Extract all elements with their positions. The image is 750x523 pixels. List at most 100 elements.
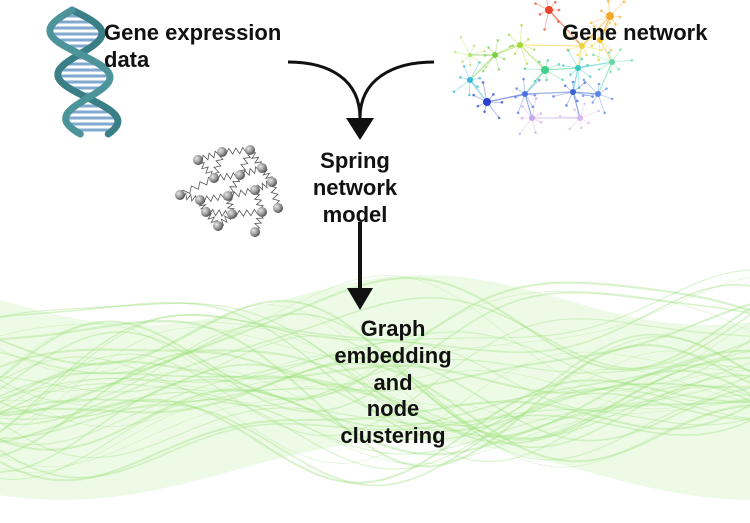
wave-curve: [0, 318, 750, 437]
network-edge: [597, 61, 613, 95]
network-leaf-node: [484, 65, 488, 69]
network-leaf-node: [531, 105, 535, 109]
network-leaf-node: [502, 57, 506, 61]
wave-curve: [0, 373, 750, 420]
wave-curve: [0, 291, 750, 413]
wave-curve: [0, 376, 750, 480]
gene-expression-line-1: Gene expression: [104, 20, 282, 45]
wave-curve: [0, 341, 750, 473]
network-leaf-node: [565, 104, 568, 107]
wave-curve: [0, 301, 750, 440]
network-leaf-node: [564, 32, 568, 36]
network-spoke: [455, 51, 471, 56]
network-leaf-node: [539, 120, 543, 124]
network-edge: [572, 91, 599, 95]
network-edge: [577, 45, 583, 69]
network-leaf-node: [459, 76, 462, 79]
dna-strand: [54, 6, 122, 138]
network-leaf-node: [583, 81, 587, 84]
network-leaf-node: [452, 90, 456, 94]
spring-bead: [201, 207, 211, 217]
network-spoke: [519, 44, 528, 64]
dna-helix-icon: [46, 6, 122, 138]
network-leaf-node: [523, 67, 527, 71]
network-leaf-node: [472, 93, 475, 97]
network-leaf-node: [597, 58, 600, 62]
network-leaf-node: [589, 35, 592, 39]
wave-curve: [0, 321, 750, 428]
network-hub-node: [492, 52, 498, 58]
wave-curve: [0, 379, 750, 484]
network-spoke: [482, 54, 496, 72]
wave-curve: [0, 356, 750, 442]
network-leaf-node: [606, 0, 610, 3]
network-spoke: [469, 50, 485, 56]
wave-curve: [0, 407, 750, 459]
network-leaf-node: [483, 49, 486, 53]
network-leaf-node: [586, 63, 589, 67]
spring-bead: [175, 190, 185, 200]
graph-embedding-line-3: node clustering: [340, 396, 446, 449]
network-spoke: [469, 54, 487, 68]
network-leaf-node: [557, 63, 561, 66]
network-hub-node: [517, 42, 523, 48]
network-leaf-node: [546, 59, 550, 62]
network-spoke: [565, 33, 583, 47]
network-leaf-node: [518, 132, 522, 136]
wave-curve: [0, 296, 750, 426]
graph-embedding-label: Graph embedding and node clustering: [318, 316, 468, 450]
network-leaf-node: [618, 15, 622, 19]
wave-curve: [0, 370, 750, 468]
network-leaf-node: [587, 121, 590, 125]
network-leaf-node: [514, 95, 517, 99]
network-hub-node: [597, 37, 603, 43]
network-spoke: [553, 91, 574, 97]
network-leaf-node: [591, 95, 594, 98]
spring-bead: [250, 185, 260, 195]
network-leaf-node: [534, 97, 538, 100]
merge-arrow: [287, 60, 435, 140]
wave-curve: [0, 363, 750, 432]
spring-model-line-2: model: [322, 201, 388, 227]
down-arrow: [347, 222, 373, 310]
network-hub-node: [483, 98, 491, 106]
graph-embedding-line-2: embedding and: [334, 342, 452, 395]
network-leaf-node: [497, 116, 501, 120]
network-leaf-node: [571, 80, 575, 84]
network-leaf-node: [597, 68, 601, 71]
spring-bead: [223, 191, 233, 201]
network-spoke: [597, 93, 606, 113]
network-leaf-node: [614, 23, 617, 26]
network-edge: [469, 54, 496, 81]
network-leaf-node: [588, 75, 592, 78]
network-edge: [469, 79, 488, 103]
network-hub-node: [468, 53, 472, 57]
network-leaf-node: [557, 8, 561, 12]
network-leaf-node: [513, 52, 517, 55]
network-leaf-node: [582, 78, 586, 82]
network-hub-node: [577, 115, 583, 121]
network-leaf-node: [481, 81, 485, 84]
network-leaf-node: [553, 0, 557, 4]
network-hub-node: [606, 12, 614, 20]
wave-curve: [0, 276, 750, 441]
spring-model-label: Spring network model: [280, 148, 430, 228]
network-leaf-node: [581, 94, 585, 98]
network-leaf-node: [619, 48, 622, 51]
network-leaf-node: [603, 28, 607, 32]
network-leaf-node: [468, 93, 471, 97]
network-leaf-node: [538, 13, 542, 16]
spring-model-line-1: Spring network: [312, 148, 398, 200]
network-leaf-node: [532, 48, 536, 51]
network-leaf-node: [497, 68, 501, 71]
network-leaf-node: [583, 102, 586, 106]
network-leaf-node: [576, 53, 580, 57]
wave-curve: [0, 313, 750, 448]
network-leaf-node: [605, 87, 608, 90]
gene-expression-line-2: data: [104, 46, 150, 72]
wave-curve: [0, 281, 750, 401]
network-leaf-node: [603, 111, 607, 115]
network-hub-node: [522, 91, 528, 97]
network-spoke: [524, 79, 540, 95]
wave-curve: [0, 349, 750, 404]
